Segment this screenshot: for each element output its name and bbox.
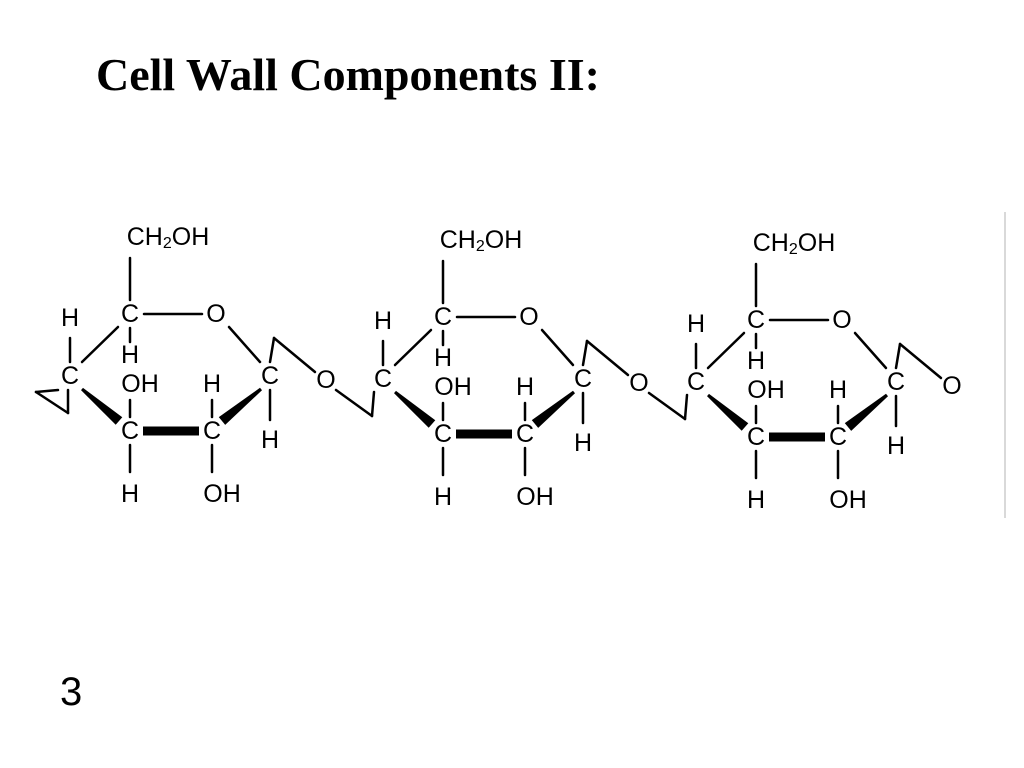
hydrogen-label: H <box>516 373 534 401</box>
ring-bond-wedge <box>143 426 199 436</box>
hydrogen-label: H <box>887 432 905 460</box>
ring-bond <box>393 328 433 367</box>
ring-bond-wedge <box>456 429 512 439</box>
ring-bond-wedge <box>531 390 575 428</box>
ring-carbon-label: C <box>374 365 392 393</box>
ring-carbon-label: C <box>261 362 279 390</box>
hydrogen-label: H <box>203 370 221 398</box>
glycosidic-bond <box>370 390 376 418</box>
glycosidic-bond <box>894 342 902 370</box>
ring-oxygen-label: O <box>519 303 538 331</box>
hydrogen-label: H <box>574 429 592 457</box>
ring-bond-wedge <box>707 393 749 431</box>
ring-bond <box>706 331 746 370</box>
ring-bond-wedge <box>769 432 825 442</box>
glycosidic-bond <box>585 339 630 377</box>
hydrogen-label: H <box>374 307 392 335</box>
hydroxyl-label: OH <box>829 486 867 514</box>
hydrogen-label: H <box>61 304 79 332</box>
ring-carbon-label: C <box>829 423 847 451</box>
glycosidic-linkage: O <box>581 339 689 421</box>
hydrogen-label: H <box>121 480 139 508</box>
ring-bond <box>540 328 575 367</box>
ring-bond-wedge <box>218 387 262 425</box>
ring-carbon-label: C <box>203 417 221 445</box>
slide-title: Cell Wall Components II: <box>96 49 600 100</box>
ch2oh-label: CH2OH <box>753 229 836 258</box>
ring-oxygen-label: O <box>832 306 851 334</box>
hydrogen-label: H <box>747 486 765 514</box>
ring-bond-wedge <box>81 387 123 425</box>
hydroxyl-label: OH <box>747 376 785 404</box>
glycosidic-bond <box>334 388 374 418</box>
glycosidic-bond <box>683 393 689 421</box>
glycosidic-bond <box>898 342 943 380</box>
ring-carbon-label: C <box>574 365 592 393</box>
hydrogen-label: H <box>121 341 139 369</box>
ch2oh-label: CH2OH <box>440 226 523 255</box>
hydrogen-label: H <box>687 310 705 338</box>
glycosidic-bond <box>272 336 317 374</box>
glycosidic-linkage: O <box>894 342 962 400</box>
ring-carbon-label: C <box>687 368 705 396</box>
ring-bond-wedge <box>844 393 888 431</box>
hydrogen-label: H <box>829 376 847 404</box>
chain-end-bond <box>34 388 60 394</box>
chain-end-bond <box>34 390 70 415</box>
hydrogen-label: H <box>747 347 765 375</box>
ring-carbon-label: C <box>887 368 905 396</box>
glycosidic-oxygen-label: O <box>629 369 648 397</box>
ring-carbon-label: C <box>747 306 765 334</box>
ring-carbon-label: C <box>121 417 139 445</box>
ring-carbon-label: C <box>747 423 765 451</box>
ring-carbon-label: C <box>61 362 79 390</box>
ring-carbon-label: C <box>121 300 139 328</box>
page-number: 3 <box>60 670 83 714</box>
hydrogen-label: H <box>434 483 452 511</box>
glycosidic-bond <box>647 391 687 421</box>
hydroxyl-label: OH <box>203 480 241 508</box>
ring-bond-wedge <box>394 390 436 428</box>
ring-bond <box>227 325 262 364</box>
ring-carbon-label: C <box>434 303 452 331</box>
hydrogen-label: H <box>434 344 452 372</box>
glycosidic-oxygen-label: O <box>942 372 961 400</box>
ring-bond <box>853 331 888 370</box>
ring-carbon-label: C <box>516 420 534 448</box>
hydroxyl-label: OH <box>121 370 159 398</box>
ring-bond <box>80 325 120 364</box>
hydroxyl-label: OH <box>516 483 554 511</box>
glycosidic-linkage: O <box>268 336 376 418</box>
hydrogen-label: H <box>261 426 279 454</box>
hydroxyl-label: OH <box>434 373 472 401</box>
ch2oh-label: CH2OH <box>127 223 210 252</box>
glycosidic-bond <box>268 336 276 364</box>
glycosidic-bond <box>581 339 589 367</box>
glycosidic-oxygen-label: O <box>316 366 335 394</box>
ring-oxygen-label: O <box>206 300 225 328</box>
ring-carbon-label: C <box>434 420 452 448</box>
